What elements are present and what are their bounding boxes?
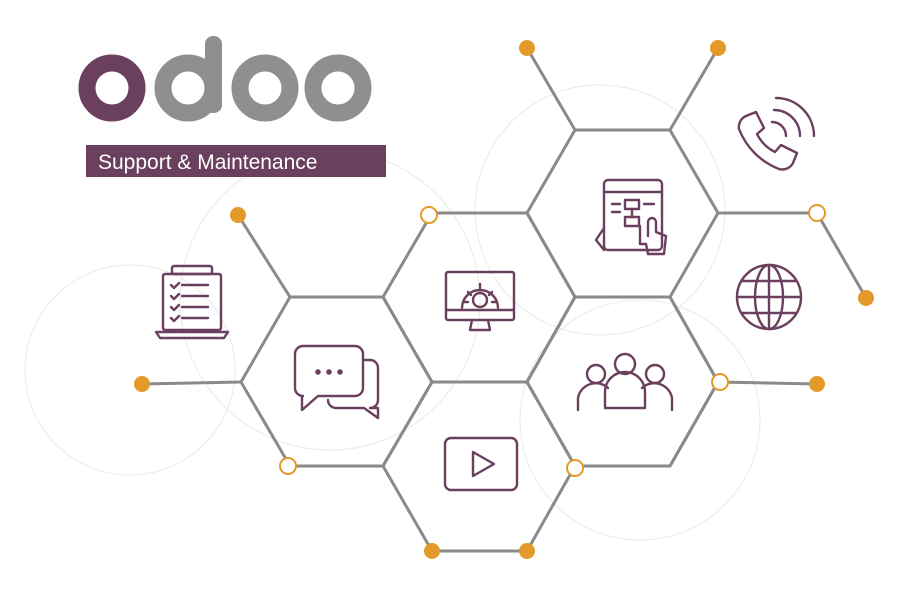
hex-video [381, 380, 577, 553]
video-play-icon [443, 436, 519, 492]
monitor-gear-icon [444, 270, 516, 332]
hex-chat [239, 295, 434, 468]
hex-tablet [525, 128, 720, 299]
tablet-flowchart-touch-icon [594, 178, 668, 256]
tagline-banner [86, 145, 386, 177]
globe-icon [735, 263, 803, 331]
phone-signal-icon [737, 96, 816, 171]
chat-bubbles-icon [293, 344, 380, 420]
odoo-logo: Support & Maintenance [78, 36, 386, 177]
hex-team [525, 295, 720, 468]
logo-tagline: Support & Maintenance [98, 151, 317, 174]
checklist-clipboard-icon [154, 264, 230, 340]
connector-spokes [140, 46, 868, 553]
hex-monitor [381, 211, 577, 384]
connector-dots [134, 40, 874, 559]
team-people-icon [576, 352, 674, 412]
